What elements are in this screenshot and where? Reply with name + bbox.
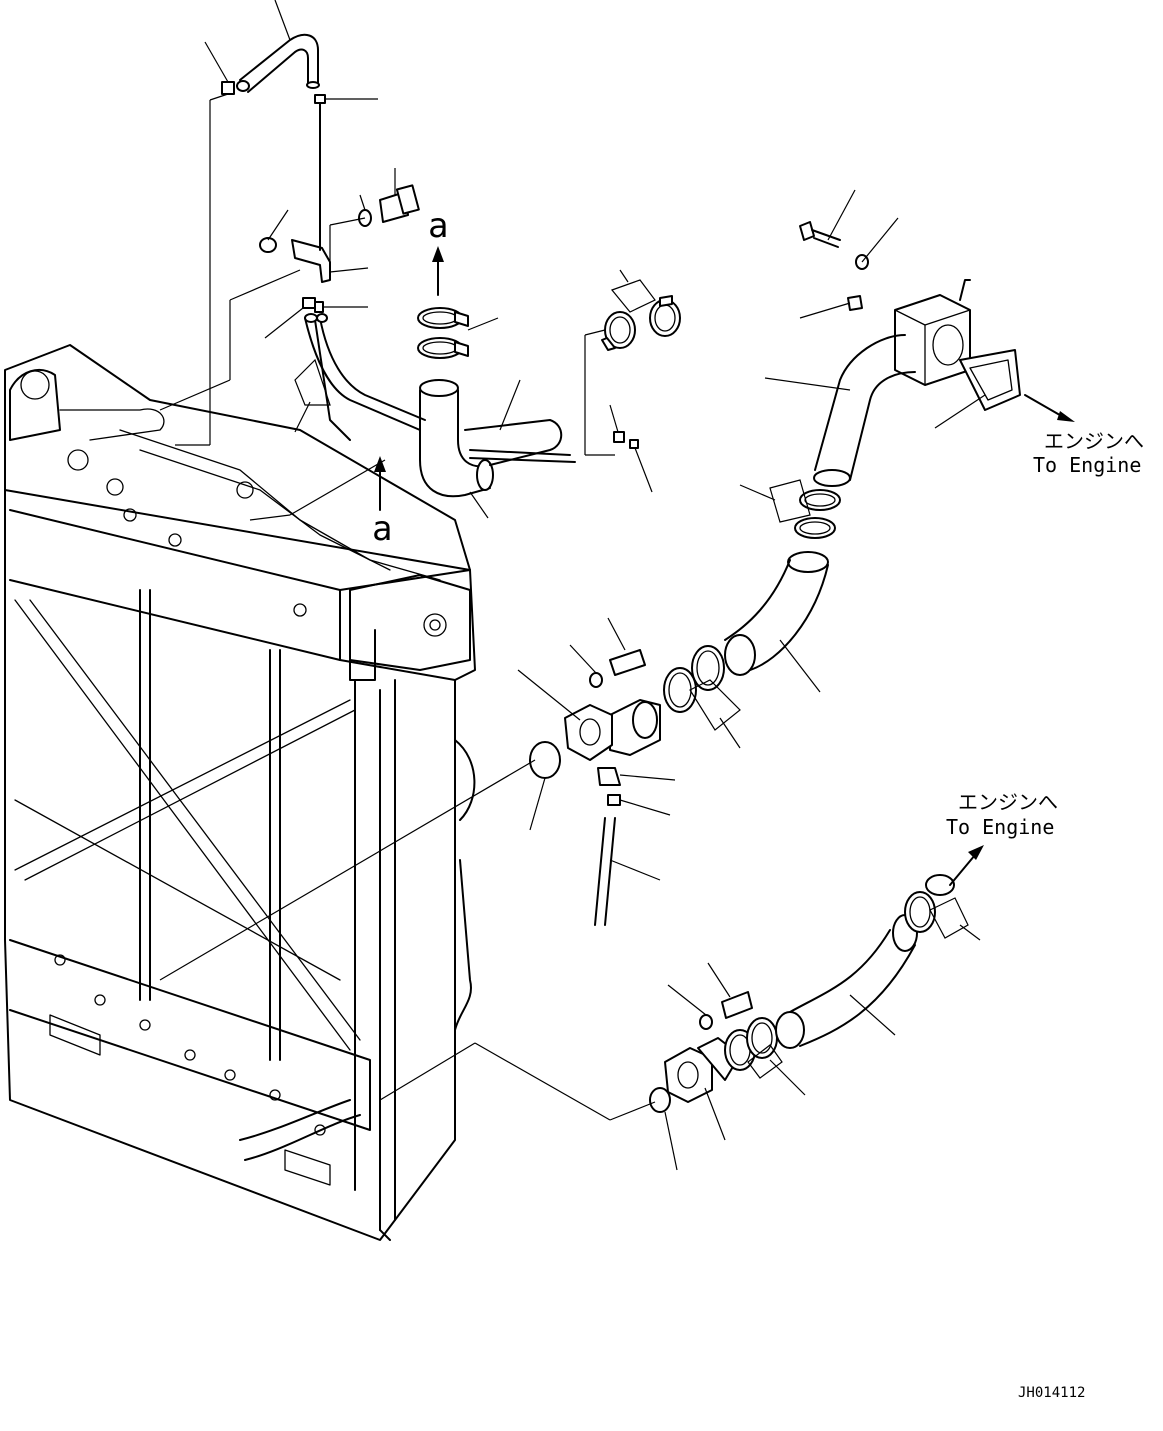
drawing-number: JH014112 <box>1018 1385 1085 1401</box>
to-engine-2-jp-label: エンジンへ <box>958 790 1058 814</box>
view-ref-mid-label: a <box>372 509 392 549</box>
view-arrow-top: a <box>428 206 448 296</box>
upper-right-pipe-group <box>799 221 1075 487</box>
to-engine-2-en-label: To Engine <box>946 815 1054 839</box>
lower-hose-group <box>649 845 984 1113</box>
middle-hose-group <box>529 489 841 926</box>
leader-lines <box>159 0 986 1171</box>
upper-elbow-group <box>417 295 681 498</box>
view-arrow-mid: a <box>372 456 392 549</box>
to-engine-1-en-label: To Engine <box>1033 453 1141 477</box>
radiator-assembly <box>4 344 476 1241</box>
view-ref-top-label: a <box>428 206 448 246</box>
to-engine-1-jp-label: エンジンへ <box>1044 429 1144 453</box>
vent-hose-group <box>221 33 426 441</box>
